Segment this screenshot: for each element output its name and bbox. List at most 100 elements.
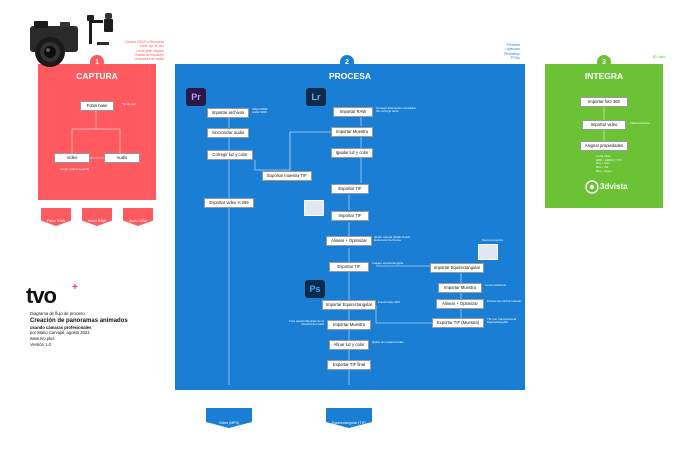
nuevo-proyecto-note: Nuevo proyecto <box>482 238 504 242</box>
software-item: Premiere <box>506 43 520 47</box>
output-audio-wav: Audio WAV <box>123 208 153 226</box>
tvo-logo-text: tvo <box>26 283 57 308</box>
prop-item: Mov + Pan <box>596 161 610 166</box>
exportar-tif-final-box: Exportar TIF final <box>327 360 371 370</box>
camera-note-line: Lente gran angular <box>136 48 164 53</box>
pt-export-note: Imagen equirectangular <box>372 261 404 265</box>
muestra-nadir-note: Foto equirectangular de la muestra del n… <box>289 319 324 327</box>
lr-notes: Corregir aberración cromática Sin correg… <box>376 106 416 114</box>
pr-note: Audio WAV <box>252 110 268 115</box>
3dvista-brand: 3dvista <box>600 182 628 191</box>
credits-subtitle: Diagrama de flujo de proceso <box>30 311 85 316</box>
quitar-capas-note: Quitar las capas bordes <box>372 340 404 344</box>
importar-raw-box: Importar RAW <box>333 107 373 117</box>
exportar-tif-pt-box: Exportar TIF <box>329 262 369 272</box>
captura-panel <box>38 64 156 200</box>
premiere-icon: Pr <box>186 88 206 106</box>
grabar-note: Luego grabar sepuirlo <box>60 167 90 171</box>
importar-archivos-box: Importar archivos <box>207 108 249 118</box>
credits-title: Creación de panoramas animados <box>30 317 128 324</box>
importar-equi-ps-box: Importar Equirectangular <box>322 300 376 310</box>
pr-note: Video RAW <box>252 107 268 111</box>
output-equirectangular-tif: Equirectangular (TIF) <box>326 408 372 428</box>
exportar-tif-lr-box: Exportar TIF <box>331 184 369 194</box>
asignar-propiedades-box: Asignar propiedades <box>580 141 628 151</box>
tif-notes: TIF con transparencia Equirectangular <box>487 317 517 325</box>
pt-note: Enderezar horizonte <box>374 238 402 243</box>
pt-note: Quitar trípode (Nadir Point) <box>374 235 411 239</box>
importar-equi-right-box: Importar Equirectangular <box>430 263 484 273</box>
alinear-optimizar-right-box: Alinear + Optimizar <box>436 299 484 309</box>
props-list: A otra Vista HDR > HDR(l) > TCI Mov + Pa… <box>596 154 622 173</box>
exportar-tif-muestra-box: Exportar TIF (Muestra) <box>432 318 484 328</box>
ptgui-right-icon <box>478 244 498 260</box>
output-video-raw: Video RAW <box>82 208 112 226</box>
ptgui-icon <box>304 200 324 216</box>
plus-icon: + <box>72 282 78 293</box>
recorder-illustration <box>104 13 113 32</box>
integra-software: 3D Vista <box>652 55 665 59</box>
integra-number: 3 <box>597 55 611 69</box>
prop-item: Mov + Zoom <box>596 168 612 173</box>
exportar-muestra-box: Exportar muestra TIF <box>262 171 312 181</box>
credits-url: www.tvo.plus <box>30 336 55 342</box>
tif-note: Equirectangular <box>487 320 509 325</box>
prop-item: A otra Vista <box>596 154 611 158</box>
pr-notes: Video RAW Audio WAV <box>252 107 268 115</box>
video-instance-note: Video Instance <box>630 121 650 125</box>
photoshop-icon: Ps <box>305 280 325 298</box>
lente-rectilinea-note: Lente rectilínea <box>485 283 506 287</box>
credits-title2: usando cámaras profesionales <box>30 324 92 330</box>
igualar-luz-box: Igualar luz y color <box>331 148 373 158</box>
afinar-luz-box: Afinar luz y color <box>329 340 369 350</box>
camera-illustration <box>30 21 78 67</box>
tvo-logo: tvo + <box>26 282 78 309</box>
gimbal-illustration <box>87 15 109 45</box>
credits: Diagrama de flujo de proceso Creación de… <box>30 311 128 347</box>
software-item: PTGui <box>510 55 520 60</box>
lightroom-icon: Lr <box>306 88 326 106</box>
procesa-title: PROCESA <box>328 71 372 81</box>
tip-foto-note: Tip de pez <box>122 102 136 106</box>
procesa-panel <box>175 64 525 390</box>
importar-muestra-ps-box: Importar Muestra <box>327 320 371 330</box>
camera-note: Cámara DSLR o Mirrorless Lente ojo de pe… <box>104 40 164 61</box>
software-item: Photoshop <box>504 51 520 56</box>
camera-note-line: Lente ojo de pez <box>139 44 164 49</box>
importar-tif-box: Importar TIF <box>331 211 369 221</box>
output-video-mp4: Video (MP4) <box>206 408 252 428</box>
corregir-luz-box: Corregir luz y color <box>207 150 253 160</box>
camera-note-line: Cámara DSLR o Mirrorless <box>124 40 164 44</box>
alinear-optimizar-box: Alinear + Optimizar <box>326 236 372 246</box>
lr-note: Corregir aberración cromática <box>376 106 416 110</box>
importar-foto360-box: Importar foto 360 <box>580 97 628 107</box>
procesa-software-list: Premiere Lightroom Photoshop PTGui <box>480 43 520 60</box>
video-box: Video <box>54 153 90 163</box>
fotos-base-box: Fotos base <box>80 101 114 111</box>
exportar-video-box: Exportar video H.265 <box>204 198 254 208</box>
3dvista-logo-icon <box>585 180 599 194</box>
credits-version: Versión 1.0 <box>30 341 51 347</box>
camera-note-line: Rótula de encuadre <box>135 52 164 57</box>
prop-item: Mov + Tilt <box>596 164 609 169</box>
output-fotos-raw: Fotos RAW <box>41 208 71 226</box>
prop-item: HDR > HDR(l) > TCI <box>596 157 622 162</box>
captura-number: 1 <box>90 55 104 69</box>
integra-title: INTEGRA <box>584 71 624 81</box>
fondo-base-note: Fondo base 360 <box>378 300 400 304</box>
pt-notes: Quitar trípode (Nadir Point) Enderezar h… <box>374 235 411 243</box>
procesa-number: 2 <box>340 55 354 69</box>
captura-title: CAPTURA <box>76 71 118 81</box>
importar-video-integra-box: Importar video <box>582 120 626 130</box>
audio-box: Audio <box>104 153 140 163</box>
software-item: Lightroom <box>505 47 520 52</box>
lr-note: Sin corregir lente <box>376 109 399 114</box>
tif-note: TIF con transparencia <box>487 317 517 321</box>
camera-note-line: Grabadora de audio <box>134 57 164 62</box>
importar-muestra-right-box: Importar Muestra <box>438 283 482 293</box>
sincronizar-audio-box: Sincronizar audio <box>207 128 249 138</box>
puntos-control-note: Puntos de control manual <box>487 299 522 303</box>
credits-author: por Mario Carvajal, agosto 2022 <box>30 330 90 336</box>
importar-muestra-lr-box: Importar Muestra <box>331 127 373 137</box>
